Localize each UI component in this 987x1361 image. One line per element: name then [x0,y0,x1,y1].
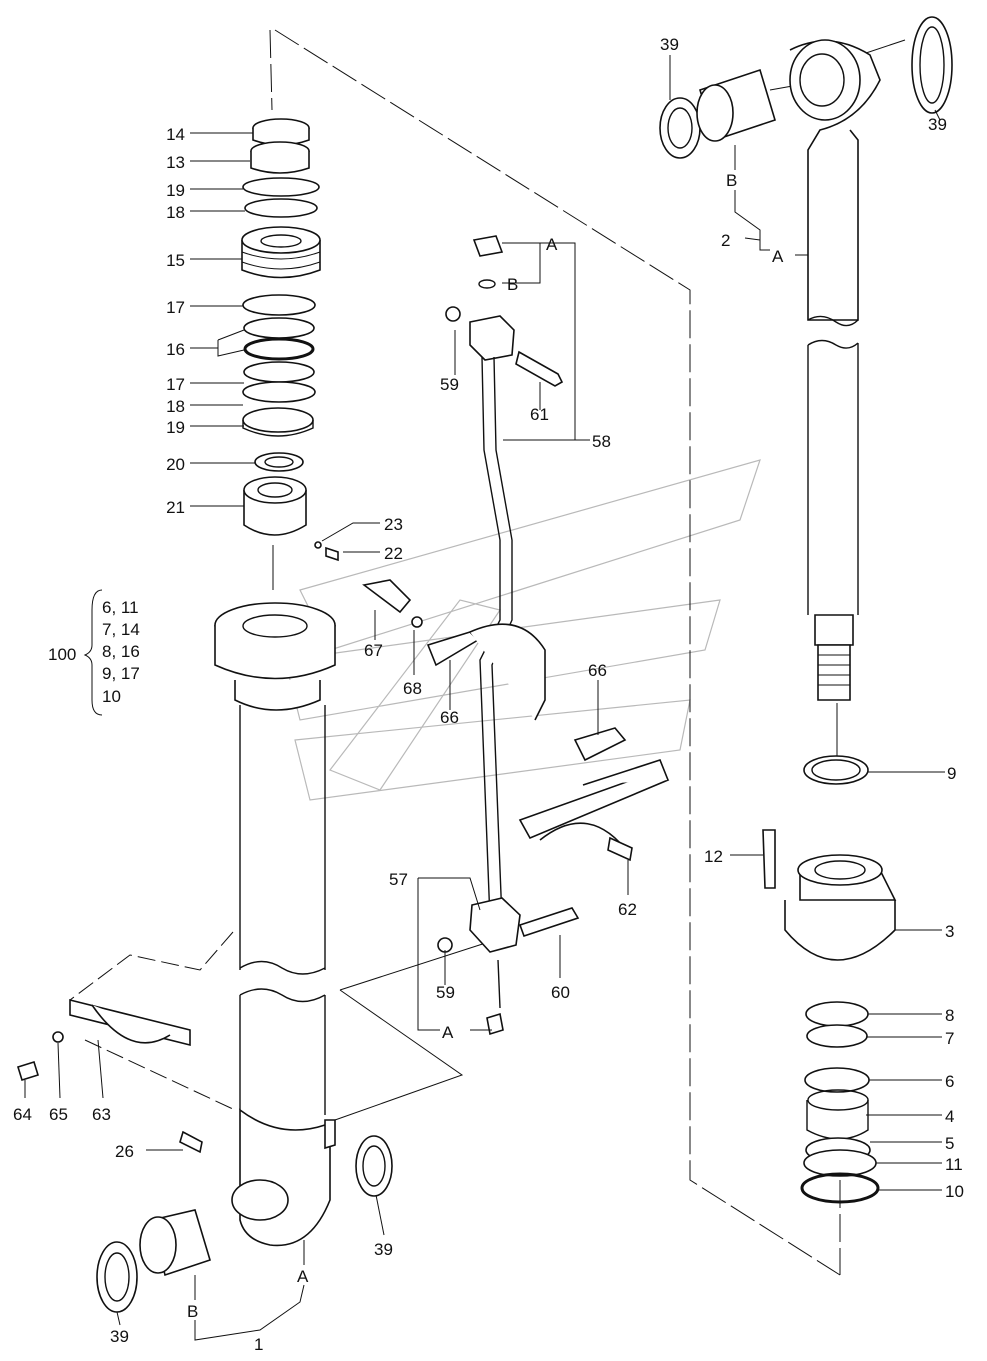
callout-16: 16 [166,340,185,359]
piston-head-parts [762,755,897,1204]
callout-1: 1 [254,1335,263,1354]
callout-61: 61 [530,405,549,424]
callout-8: 8 [945,1006,954,1025]
callout-67: 67 [364,641,383,660]
callout-68: 68 [403,679,422,698]
callout-62: 62 [618,900,637,919]
callout-39-top-right: 39 [928,115,947,134]
callout-59a: 59 [440,375,459,394]
callout-A-1: A [297,1267,309,1286]
callout-B-58: B [507,275,518,294]
callout-9-17: 9, 17 [102,664,140,683]
callout-A-2: A [772,247,784,266]
leader-lines [24,55,945,1341]
callout-6-11: 6, 11 [102,598,139,617]
hydraulic-pipe-58-57 [437,235,580,1036]
callout-17b: 17 [166,375,185,394]
callout-18b: 18 [166,397,185,416]
callout-3: 3 [945,922,954,941]
callout-6: 6 [945,1072,954,1091]
callout-11: 11 [945,1155,963,1174]
callout-10a: 10 [102,687,121,706]
callout-A-58: A [546,235,558,254]
callout-4: 4 [945,1107,954,1126]
callout-60: 60 [551,983,570,1002]
callout-39-mid: 39 [374,1240,393,1259]
callout-12: 12 [704,847,723,866]
callout-18: 18 [166,203,185,222]
callout-13: 13 [166,153,185,172]
callout-2: 2 [721,231,730,250]
callout-B-2: B [726,171,737,190]
callout-B-1: B [187,1302,198,1321]
callout-63: 63 [92,1105,111,1124]
piston-rod [659,16,953,701]
callout-66a: 66 [440,708,459,727]
callout-58: 58 [592,432,611,451]
callout-23: 23 [384,515,403,534]
callout-A-57: A [442,1023,454,1042]
callout-21: 21 [166,498,185,517]
callout-20: 20 [166,455,185,474]
callout-14: 14 [166,125,185,144]
callout-7-14: 7, 14 [102,620,140,639]
callout-9: 9 [947,764,956,783]
callout-100: 100 [48,645,76,664]
callout-66b: 66 [588,661,607,680]
cylinder-tube [179,602,336,1247]
callout-19b: 19 [166,418,185,437]
gland-parts-stack [241,118,339,562]
callout-15: 15 [166,251,185,270]
callout-10: 10 [945,1182,964,1201]
callout-57: 57 [389,870,408,889]
callout-65: 65 [49,1105,68,1124]
callout-26: 26 [115,1142,134,1161]
callout-5: 5 [945,1134,954,1153]
callout-22: 22 [384,544,403,563]
callout-39-top-left: 39 [660,35,679,54]
rod-end-bushings [17,998,393,1313]
callout-8-16: 8, 16 [102,642,140,661]
pipe-clamps-66-62 [362,579,670,862]
callout-39-bottom: 39 [110,1327,129,1346]
callout-17: 17 [166,298,185,317]
callout-64: 64 [13,1105,32,1124]
callout-7: 7 [945,1029,954,1048]
callout-59b: 59 [436,983,455,1002]
callout-labels: 14 13 19 18 15 17 16 17 18 19 20 21 23 2… [13,35,964,1354]
callout-19: 19 [166,181,185,200]
